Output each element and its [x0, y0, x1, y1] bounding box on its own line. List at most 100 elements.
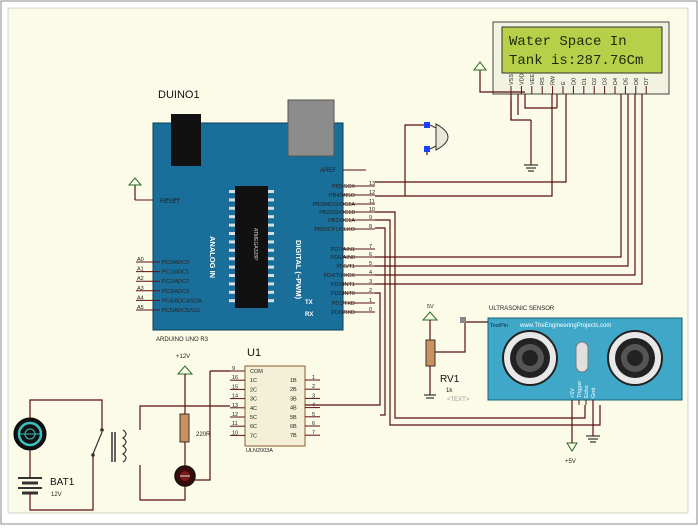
u1-pin-label: COM: [250, 369, 263, 375]
u1-pin-label: 5C: [250, 415, 257, 421]
rv1-body: [425, 339, 436, 367]
arduino-pin-number: A4: [137, 295, 144, 301]
analog-in-label: ANALOG IN: [208, 236, 217, 278]
arduino-pin-label: PD2/INT0: [331, 291, 355, 297]
chip-leg: [268, 223, 274, 227]
arduino-pin-number: A2: [137, 276, 144, 282]
u1-pin-number: 11: [232, 421, 238, 427]
lcd-pin-label: E: [561, 81, 567, 85]
arduino-pin-label: PD3/INT1: [331, 282, 355, 288]
usb-jack: [171, 114, 201, 166]
buzzer-pin-a: [424, 122, 430, 128]
aref-label: AREF: [320, 168, 336, 174]
u1-pin-label: 1C: [250, 378, 257, 384]
rv1-supply: 5V: [427, 304, 434, 310]
lcd-pin-label: D3: [603, 78, 609, 85]
lcd-pin-label: VEE: [530, 74, 536, 85]
rv1-text: <TEXT>: [447, 397, 470, 403]
arduino-pin-label: PD0/RXD: [331, 310, 355, 316]
resistor-body: [179, 413, 190, 443]
battery-value: 12V: [51, 492, 62, 498]
sensor-pin-label: Gnd: [591, 388, 597, 398]
relay: [91, 428, 127, 463]
chip-leg: [229, 290, 235, 294]
u1-pin-label: 2C: [250, 387, 257, 393]
relay-switch: [92, 431, 103, 455]
lcd-pin-label: VDD: [519, 73, 525, 85]
sensor-pin-label: Trigger: [577, 381, 583, 398]
u1-pin-number: 7: [312, 430, 315, 436]
arduino-pin-label: PB0/ICP1/CLKO: [314, 227, 355, 233]
reset-label: RESET: [160, 199, 180, 205]
potentiometer-rv1: 5V RV1 1k <TEXT>: [421, 304, 470, 403]
arduino-pin-number: 9: [369, 215, 372, 221]
sensor-transducer-right: [607, 330, 663, 386]
lcd-pin-label: D5: [623, 78, 629, 85]
supply-5v-label: +5V: [565, 459, 576, 465]
sensor-pin-label: +5V: [570, 388, 576, 398]
sensor-title: ULTRASONIC SENSOR: [489, 306, 555, 312]
arduino-pin-label: PD7/AIN1: [331, 247, 355, 253]
led: [174, 465, 196, 487]
power-jack: [287, 99, 335, 157]
supply-12v-label: +12V: [176, 354, 190, 360]
digital-pwm-label: DIGITAL (~PWM): [294, 240, 303, 300]
u1-pin-label: 4C: [250, 406, 257, 412]
lcd-pin-label: D0: [571, 78, 577, 85]
sensor-testpin-label: TestPin: [490, 323, 508, 329]
sensor-url: www.TheEngineeringProjects.com: [519, 323, 611, 329]
u1-pin-label: 1B: [290, 378, 297, 384]
u1-pin-label: 3C: [250, 397, 257, 403]
lcd-pin-label: D1: [582, 78, 588, 85]
sensor-pin-label: Echo: [584, 385, 590, 398]
arduino-pin-label: PC4/ADC4/SDA: [162, 298, 202, 304]
arduino-pin-label: PB3/MOSI/OC2A: [313, 202, 356, 208]
sensor-crystal: [575, 341, 589, 373]
chip-leg: [268, 215, 274, 219]
mcu-chip: [235, 186, 268, 308]
arduino-pin-number: 8: [369, 224, 372, 230]
arduino-pin-number: A0: [137, 257, 144, 263]
arduino-pin-number: A1: [137, 267, 144, 273]
u1-pin-label: 6B: [290, 424, 297, 430]
rx-label: RX: [305, 312, 313, 318]
buzzer: [424, 122, 449, 152]
chip-leg: [268, 248, 274, 252]
lcd-pin-label: D4: [613, 78, 619, 85]
chip-leg: [268, 190, 274, 193]
chip-leg: [229, 215, 235, 219]
arduino-pin-label: PC5/ADC5/SCL: [162, 308, 201, 314]
u1-pin-number: 1: [312, 375, 315, 381]
arduino-pin-label: PC2/ADC2: [162, 279, 189, 285]
chip-leg: [229, 248, 235, 252]
arduino-pin-number: 0: [369, 307, 372, 313]
u1-pin-number: 5: [312, 412, 315, 418]
u1-pin-number: 15: [232, 384, 238, 390]
u1-pin-number: 10: [232, 430, 238, 436]
arduino-pin-number: 6: [369, 252, 372, 258]
arduino-pin-number: 11: [369, 199, 375, 205]
u1-name: U1: [247, 347, 261, 359]
chip-leg: [229, 223, 235, 227]
u1-pin-label: 6C: [250, 424, 257, 430]
arduino-pin-label: PD6/AIN0: [331, 255, 355, 261]
arduino-pin-number: A3: [137, 286, 144, 292]
rv1-name: RV1: [440, 374, 460, 385]
u1-pin-number: 12: [232, 412, 238, 418]
chip-leg: [268, 232, 274, 235]
arduino-pin-label: PD1/TXD: [332, 301, 355, 307]
chip-leg: [268, 265, 274, 269]
u1-pin-label: 7B: [290, 433, 297, 439]
rv1-value: 1k: [446, 388, 453, 394]
u1-pin-number: 9: [232, 366, 235, 372]
arduino-pin-number: 12: [369, 190, 375, 196]
arduino-pin-number: 7: [369, 244, 372, 250]
chip-leg: [229, 198, 235, 202]
arduino-pin-number: 3: [369, 279, 372, 285]
lcd-pin-label: D2: [592, 78, 598, 85]
lcd-pin-label: RS: [540, 77, 546, 85]
